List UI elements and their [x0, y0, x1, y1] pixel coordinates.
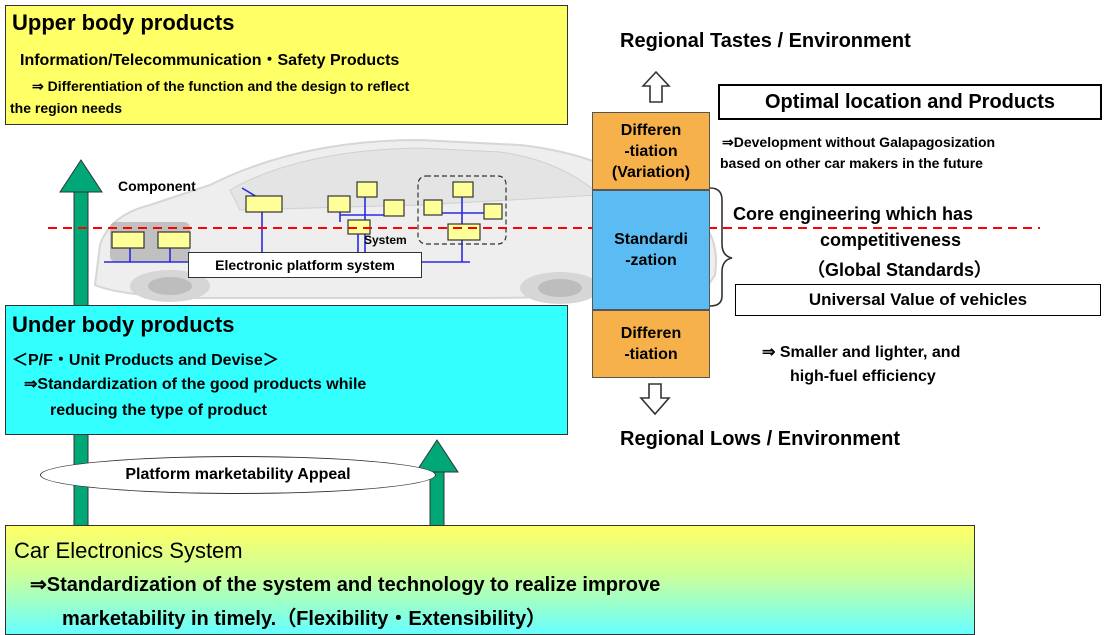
- electronic-platform-system-label: Electronic platform system: [188, 252, 422, 278]
- system-group-outline: [417, 175, 507, 245]
- car-electronics-system-box: Car Electronics System ⇒Standardization …: [5, 525, 975, 635]
- standardization-block: Standardi -zation: [592, 190, 710, 310]
- core-engineering-line1: Core engineering which has: [733, 204, 974, 224]
- development-line1: ⇒Development without Galapagosization: [722, 134, 996, 150]
- hollow-arrow-up-icon: [641, 70, 671, 103]
- development-line2: based on other car makers in the future: [720, 155, 983, 171]
- regional-lows-heading: Regional Lows / Environment: [620, 428, 901, 450]
- car-electronics-title: Car Electronics System: [14, 538, 243, 563]
- core-engineering-line2: competitiveness: [820, 230, 962, 250]
- under-body-line2: reducing the type of product: [50, 402, 267, 419]
- universal-value-box: Universal Value of vehicles: [735, 284, 1101, 316]
- green-arrow-right: [415, 439, 459, 527]
- under-body-line1: ⇒Standardization of the good products wh…: [24, 376, 367, 393]
- under-body-title: Under body products: [12, 312, 235, 337]
- smaller-lighter-line1: ⇒ Smaller and lighter, and: [762, 344, 961, 361]
- component-label: Component: [118, 178, 196, 194]
- smaller-lighter-line2: high-fuel efficiency: [790, 368, 936, 385]
- regional-tastes-heading: Regional Tastes / Environment: [620, 30, 911, 52]
- differentiation-variation-block: Differen -tiation (Variation): [592, 112, 710, 190]
- upper-body-line2: the region needs: [10, 100, 123, 116]
- system-label: System: [364, 233, 407, 247]
- brace-icon: [709, 187, 733, 307]
- core-engineering-line3: （Global Standards）: [807, 260, 993, 280]
- under-body-subtitle: ＜P/F・Unit Products and Devise＞: [12, 352, 279, 369]
- platform-marketability-appeal: Platform marketability Appeal: [40, 456, 436, 494]
- car-electronics-line1: ⇒Standardization of the system and techn…: [30, 574, 661, 596]
- under-body-products-box: Under body products ＜P/F・Unit Products a…: [5, 305, 568, 435]
- upper-body-line1: ⇒ Differentiation of the function and th…: [32, 78, 410, 94]
- upper-body-products-box: Upper body products Information/Telecomm…: [5, 5, 568, 125]
- upper-body-subtitle: Information/Telecommunication・Safety Pro…: [20, 52, 400, 69]
- hollow-arrow-down-icon: [639, 383, 671, 416]
- upper-body-title: Upper body products: [12, 10, 235, 35]
- car-electronics-line2: marketability in timely.（Flexibility・Ext…: [62, 608, 547, 630]
- optimal-location-box: Optimal location and Products: [718, 84, 1102, 120]
- differentiation-block: Differen -tiation: [592, 310, 710, 378]
